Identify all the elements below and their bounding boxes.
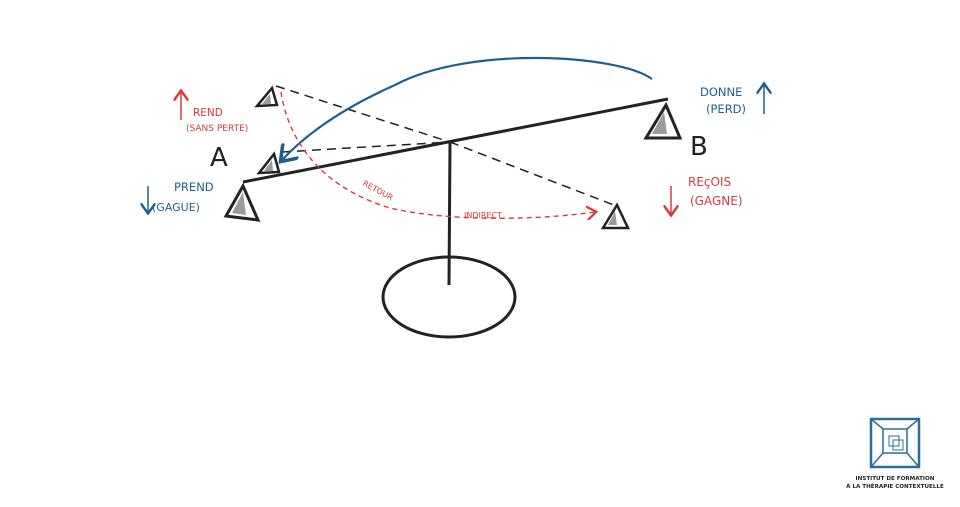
institute-logo: INSTITUT DE FORMATION À LA THÉRAPIE CONT… — [846, 417, 944, 490]
logo-line-1: INSTITUT DE FORMATION — [856, 476, 935, 482]
label-a: A — [210, 143, 228, 173]
label-indirect: INDIRECT — [464, 211, 502, 220]
dashed-beam-upper — [275, 85, 451, 143]
label-gagne-a: (GAGUE) — [152, 201, 200, 214]
dashed-beam-lower — [449, 141, 615, 206]
label-perd: (PERD) — [706, 102, 746, 116]
stand-pole — [447, 142, 452, 286]
label-b: B — [690, 132, 708, 162]
pan-a — [223, 182, 261, 222]
label-gagne-b: (GAGNE) — [690, 194, 743, 208]
blue-return-arrow — [282, 56, 653, 160]
label-recois: REçOIS — [688, 175, 731, 189]
label-prend: PREND — [174, 180, 214, 194]
balance-beam — [242, 97, 669, 184]
red-indirect-arrow — [280, 91, 595, 218]
label-rend: REND — [193, 107, 223, 119]
pan-b — [643, 101, 683, 140]
pan-b-lower — [600, 202, 630, 230]
label-sans-perte: (SANS PERTE) — [186, 124, 248, 134]
pan-a-upper — [254, 85, 279, 108]
cube-icon — [869, 417, 921, 469]
dashed-beam-middle — [281, 141, 451, 153]
label-donne: DONNE — [700, 85, 742, 99]
pan-a-middle — [256, 151, 281, 175]
label-retour: RETOUR — [361, 179, 395, 203]
logo-line-2: À LA THÉRAPIE CONTEXTUELLE — [846, 482, 944, 490]
